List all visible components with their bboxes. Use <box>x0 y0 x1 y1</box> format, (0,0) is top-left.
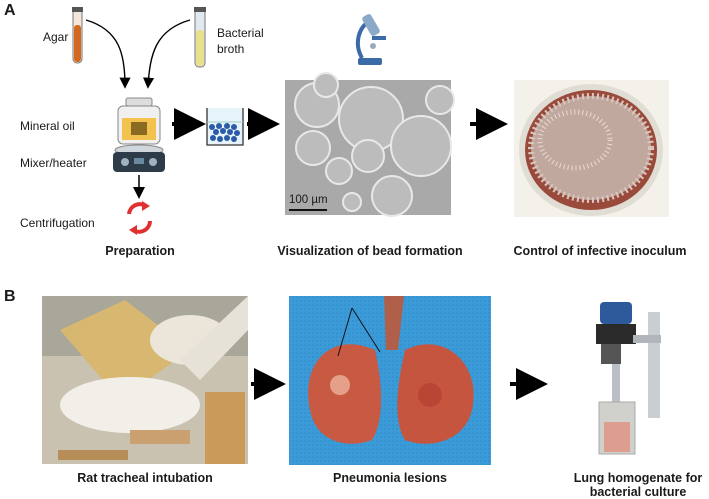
broth-label-line1: Bacterial <box>217 26 264 40</box>
rat-intubation-image <box>42 296 248 464</box>
broth-to-mixer-arrow <box>142 19 191 89</box>
panel-b-letter: B <box>4 288 16 305</box>
caption-control: Control of infective inoculum <box>513 244 687 258</box>
caption-lesions: Pneumonia lesions <box>333 471 447 485</box>
agar-label: Agar <box>43 30 69 44</box>
caption-homogenate-line2: bacterial culture <box>589 485 687 499</box>
microscope-icon <box>355 14 386 65</box>
broth-label-line2: broth <box>217 42 245 56</box>
mixer-heater-icon <box>113 97 165 172</box>
caption-homogenate-line1: Lung homogenate for <box>573 471 703 485</box>
beaker-beads-icon <box>206 108 244 146</box>
broth-tube-icon <box>194 7 206 68</box>
agar-tube-icon <box>72 7 83 64</box>
panel-a-letter: A <box>4 2 16 19</box>
scale-bar-label: 100 µm <box>289 194 328 206</box>
micrograph-image <box>285 72 455 217</box>
agar-to-mixer-arrow <box>85 19 131 89</box>
mineral-oil-label: Mineral oil <box>20 119 75 133</box>
centrifuge-icon <box>127 201 152 235</box>
homogenizer-image <box>596 302 661 455</box>
lung-lesions-image <box>289 296 491 465</box>
caption-visualization: Visualization of bead formation <box>277 244 463 258</box>
caption-intubation: Rat tracheal intubation <box>77 471 213 485</box>
caption-preparation: Preparation <box>105 244 175 258</box>
petri-dish-image <box>514 80 669 217</box>
centrifugation-label: Centrifugation <box>20 216 95 230</box>
mixer-heater-label: Mixer/heater <box>20 156 87 170</box>
